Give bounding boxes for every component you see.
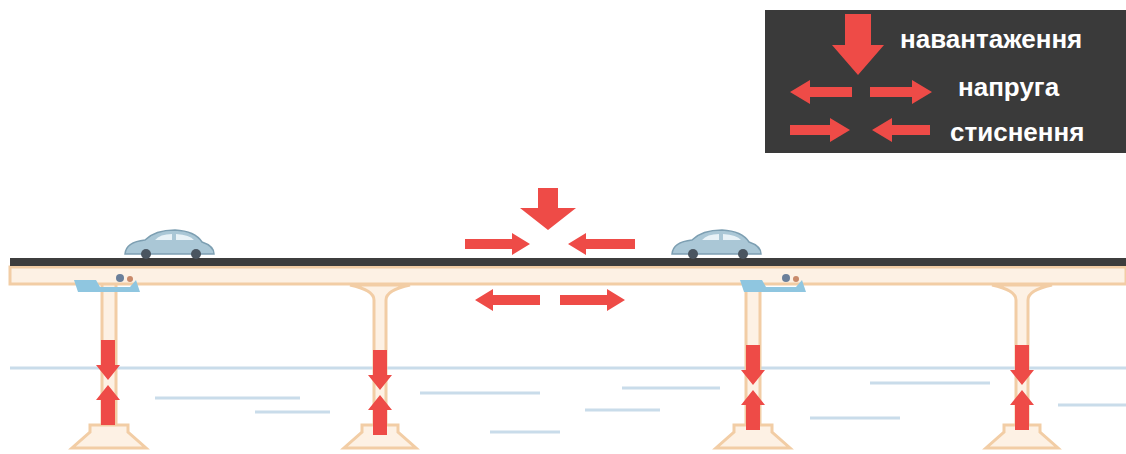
pier-compression-arrows	[368, 350, 392, 435]
legend-label: напруга	[958, 72, 1059, 102]
small-figures	[74, 274, 806, 292]
load-arrow-sample	[832, 14, 884, 75]
tension-arrow	[560, 289, 625, 311]
legend-label: стиснення	[950, 117, 1084, 147]
compression-arrow	[568, 233, 635, 255]
pier-compression-arrows	[741, 345, 765, 430]
tension-arrow-sample	[870, 80, 932, 104]
tension-arrow	[475, 289, 540, 311]
road-surface	[10, 258, 1126, 266]
legend-label: навантаження	[900, 24, 1082, 54]
car	[672, 230, 761, 259]
car	[125, 230, 214, 259]
pier-compression-arrows	[96, 340, 120, 425]
bridge-piers	[72, 283, 1058, 448]
compression-arrow-sample	[790, 118, 850, 142]
pier-compression-arrows	[1010, 345, 1034, 430]
load-arrow	[520, 188, 576, 230]
compression-arrow	[465, 233, 530, 255]
bridge-deck	[10, 267, 1126, 284]
legend-panel	[765, 10, 1126, 153]
tension-arrow-sample	[790, 80, 852, 104]
water-lines	[10, 368, 1126, 432]
compression-arrow-sample	[872, 118, 930, 142]
